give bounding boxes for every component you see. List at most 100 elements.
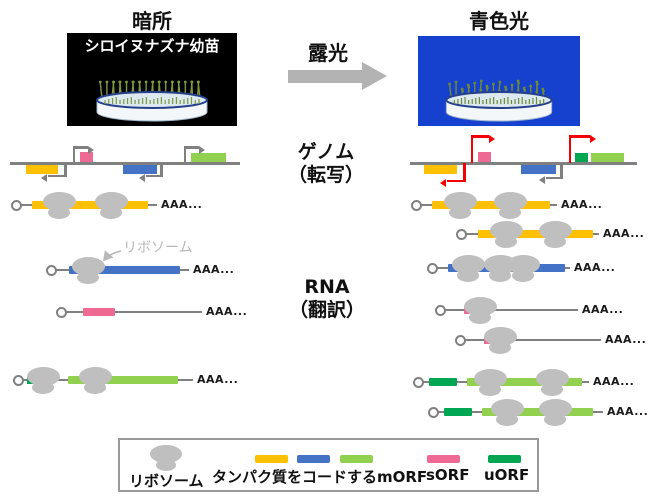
exposure-label: 露光 [308,41,348,65]
ribosome-icon [42,191,76,211]
tss-arrowhead-icon [198,145,205,154]
petri-dish-blue [418,36,580,126]
legend-swatch-blue [297,455,330,463]
legend-swatch-sorf [427,455,460,463]
mrna-cap-icon [410,199,422,211]
gene-box-light_green [191,153,226,162]
ribosome-icon [489,220,523,240]
orf-bar-light_green [482,408,593,416]
genome-dna-line [410,162,637,165]
tss-arrow-arm [470,135,489,138]
ribosome-icon-small-subunit [489,268,511,282]
ribosome-icon-small-subunit [100,205,122,219]
tss-arrow-stem [560,163,563,179]
mrna-backbone-line [65,311,202,313]
ribosome-icon-small-subunit [32,380,54,394]
tss-arrow-stem [470,135,473,163]
legend-ribosome-label: リボソーム [129,472,204,490]
ribosome-icon [443,191,477,211]
orf-bar-light_green [68,376,178,384]
genome-label-line2: （転写） [287,163,365,186]
gene-box-dark_green [575,153,588,162]
legend-sorf-label: sORF [426,466,470,484]
polyA-label: AAA... [593,375,635,388]
ribosome-icon-small-subunit [457,268,479,282]
mrna-backbone-line [444,309,578,311]
tss-arrow-stem [183,146,186,163]
polyA-label: AAA... [561,198,603,211]
blue-light-condition-title: 青色光 [469,9,529,33]
genome-transcription-label: ゲノム （転写） [288,141,364,187]
orf-bar-blue [69,266,180,274]
mrna-cap-icon [10,199,22,211]
mrna-cap-icon [455,228,467,240]
exposure-arrow-body [288,69,362,83]
polyA-label: AAA... [193,263,235,276]
mrna-cap-icon [12,374,24,386]
legend-morf-label: タンパク質をコードするmORF [212,468,428,486]
ribosome-icon-small-subunit [499,205,521,219]
gene-box-pink [478,152,491,162]
polyA-label: AAA... [161,198,203,211]
ribosome-icon [94,191,128,211]
ribosome-icon [26,366,60,386]
tss-arrow-arm [546,176,560,179]
dark-seedling-image: シロイヌナズナ幼苗 [67,33,237,126]
ribosome-icon [483,326,517,346]
ribosome-icon [473,368,507,388]
polyA-label: AAA... [603,227,645,240]
tss-arrow-stem [72,146,75,163]
mrna-backbone-line [464,339,601,341]
polyA-label: AAA... [574,261,616,274]
mrna-cap-icon [45,264,57,276]
tss-arrowhead-icon [488,134,495,143]
gene-box-light_green [591,153,624,162]
ribosome-icon-small-subunit [155,458,177,472]
ribosome-icon-small-subunit [512,268,534,282]
exposure-arrow-icon [288,62,387,90]
ribosome-callout-label: リボソーム [123,240,193,256]
gene-box-pink [80,152,93,162]
tss-arrowhead-icon [41,174,48,183]
tss-arrow-arm [48,174,64,177]
ribosome-icon-small-subunit [77,270,99,284]
mrna-cap-icon [55,306,67,318]
polyA-label: AAA... [582,303,624,316]
gene-box-yellow [424,164,457,174]
tss-arrowhead-icon [139,174,146,183]
legend-uorf-label: uORF [484,466,530,484]
polyA-label: AAA... [607,405,649,418]
blue-light-seedling-image [418,36,580,126]
orf-bar-dark_green [429,378,457,386]
legend-swatch-light_green [340,455,373,463]
tss-arrow-stem [160,163,163,177]
orf-bar-dark_green [444,408,472,416]
ribosome-icon [506,254,540,274]
tss-arrow-arm [447,179,463,182]
ribosome-icon [535,368,569,388]
polyA-label: AAA... [206,305,248,318]
ribosome-icon [78,366,112,386]
gene-box-blue [521,164,556,174]
legend-swatch-yellow [255,455,288,463]
orf-bar-yellow [32,201,148,209]
ribosome-icon [463,296,497,316]
mrna-cap-icon [434,304,446,316]
ribosome-icon [538,398,572,418]
ribosome-callout-arrow-icon [102,250,122,262]
tss-arrow-stem [568,135,571,163]
gene-box-blue [123,164,157,174]
mrna-cap-icon [427,406,439,418]
ribosome-icon [451,254,485,274]
legend-box: リボソーム タンパク質をコードするmORF sORF uORF [118,438,539,492]
mrna-cap-icon [412,376,424,388]
orf-bar-yellow [478,230,593,238]
ribosome-icon-small-subunit [495,234,517,248]
ribosome-icon-small-subunit [541,382,563,396]
ribosome-icon-small-subunit [544,412,566,426]
tss-arrowhead-icon [440,179,447,188]
tss-arrowhead-icon [539,176,546,185]
legend-swatch-uorf [488,455,521,463]
